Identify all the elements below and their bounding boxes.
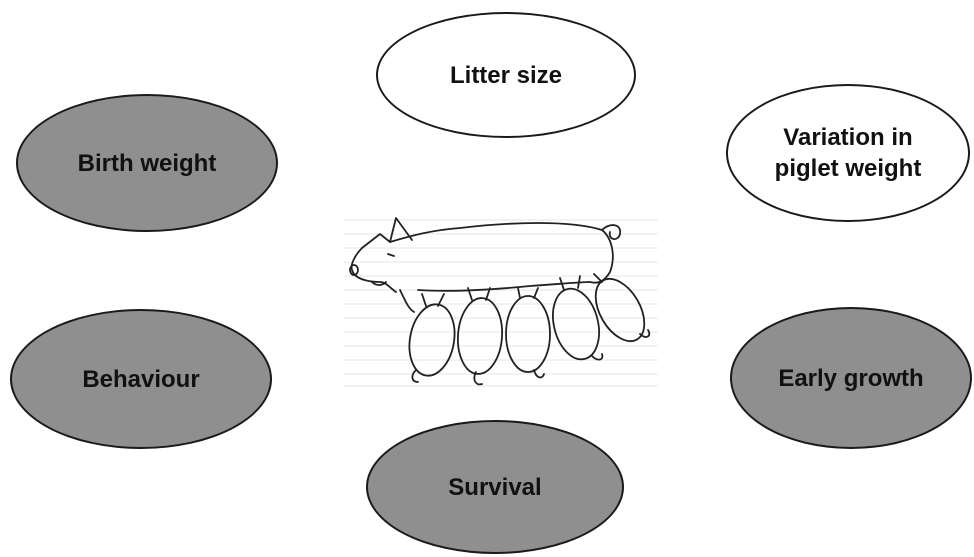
piglet-3 bbox=[506, 288, 550, 377]
node-label: Behaviour bbox=[82, 364, 199, 395]
node-label: Survival bbox=[448, 472, 541, 503]
node-litter-size: Litter size bbox=[376, 12, 636, 138]
node-early-growth: Early growth bbox=[730, 307, 972, 449]
node-label: Birth weight bbox=[78, 148, 217, 179]
sow-eye bbox=[388, 254, 394, 256]
piglet-2 bbox=[455, 288, 504, 384]
node-birth-weight: Birth weight bbox=[16, 94, 278, 232]
node-behaviour: Behaviour bbox=[10, 309, 272, 449]
node-label: Litter size bbox=[450, 60, 562, 91]
node-variation-in-piglet-weight: Variation in piglet weight bbox=[726, 84, 970, 222]
node-label: Early growth bbox=[778, 363, 923, 394]
sow-front-leg bbox=[400, 290, 414, 312]
sow-body-outline bbox=[362, 223, 613, 283]
piglet-1 bbox=[404, 294, 460, 382]
node-survival: Survival bbox=[366, 420, 624, 554]
sow-nursing-piglets-illustration bbox=[340, 212, 662, 390]
node-label: Variation in piglet weight bbox=[775, 122, 922, 184]
